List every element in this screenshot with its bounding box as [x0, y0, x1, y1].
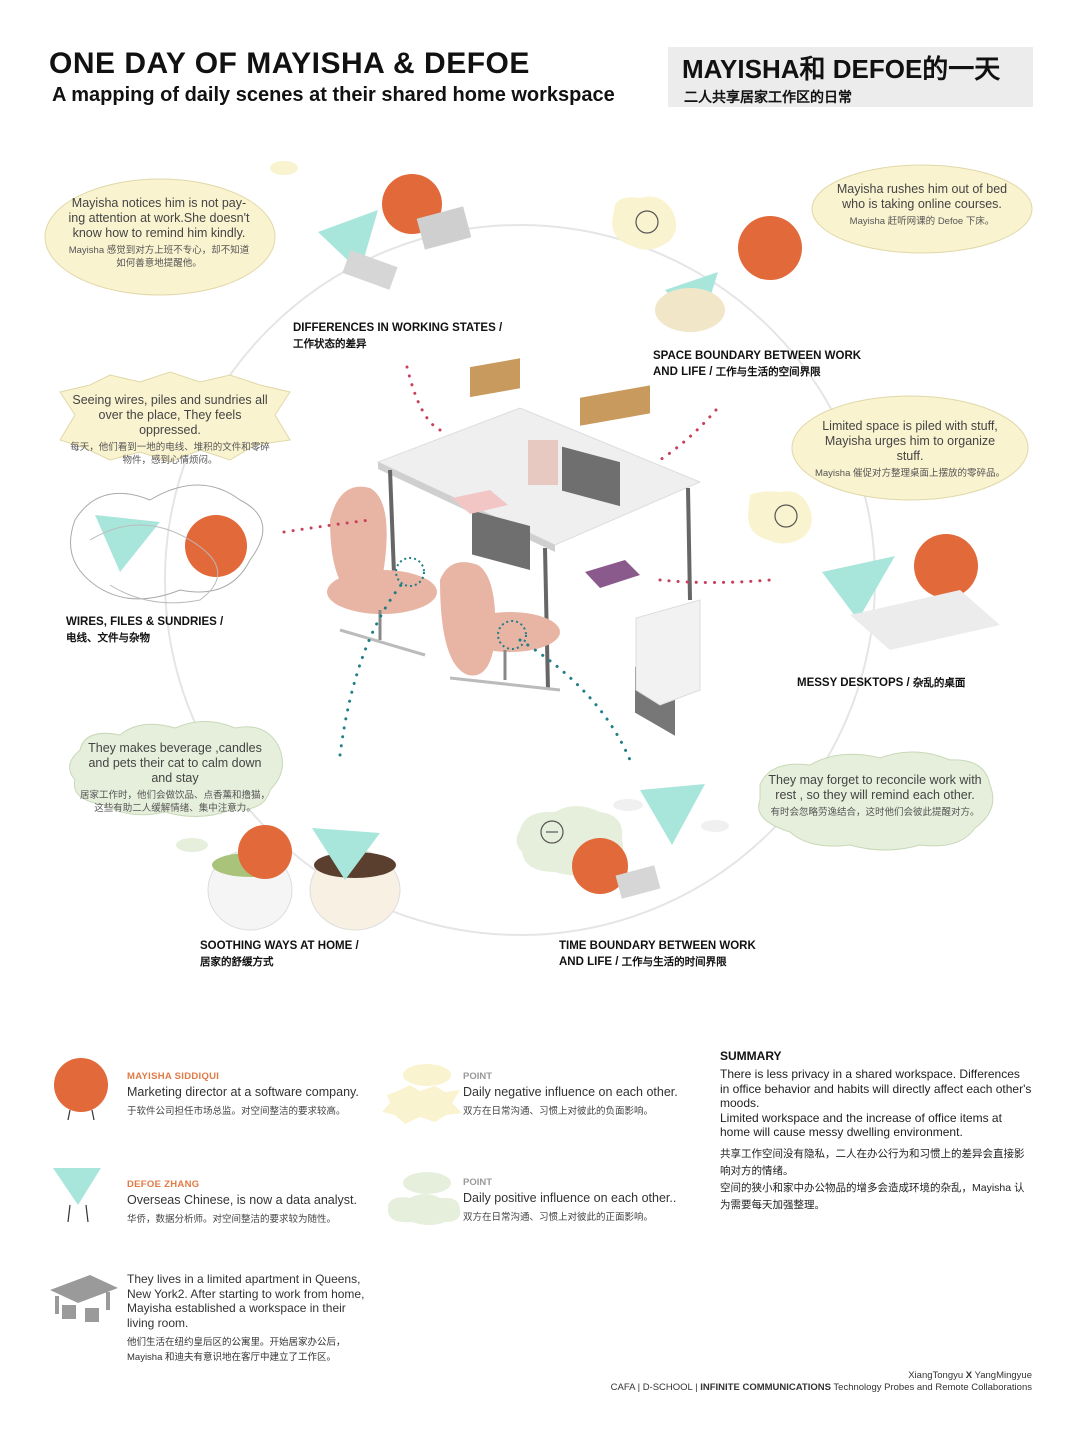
- mayisha-character-cup: [238, 825, 292, 879]
- desk-organizer: [470, 358, 520, 398]
- legend-negative-bubble: [403, 1064, 451, 1086]
- scene-label-space-boundary: SPACE BOUNDARY BETWEEN WORK AND LIFE / 工…: [653, 350, 862, 378]
- bubble-wires-cn: 每天，他们看到一地的电线、堆积的文件和零碎物件，感到心情烦闷。: [70, 442, 270, 466]
- bubble-attention-cn: Mayisha 感觉到对方上班不专心，却不知道如何善意地提醒他。: [68, 245, 250, 269]
- workspace-icon: [50, 1275, 118, 1303]
- messy-desk: [850, 590, 1000, 650]
- bubble-mood-sad: [612, 196, 677, 250]
- mayisha-character-messy: [914, 534, 978, 598]
- footer-authors: XiangTongyu X YangMingyue: [908, 1370, 1032, 1381]
- book-stack: [528, 440, 558, 485]
- defoe-character-cup: [312, 828, 380, 880]
- bubble-wires-text: Seeing wires, piles and sundries all ove…: [70, 393, 270, 467]
- bubble-beverage-text: They makes beverage ,candles and pets th…: [80, 741, 270, 815]
- scene-label-messy: MESSY DESKTOPS / 杂乱的桌面: [797, 677, 966, 689]
- page-title-cn: MAYISHA和 DEFOE的一天: [682, 54, 1001, 84]
- bubble-attention: [44, 178, 276, 296]
- cat-icon: [395, 557, 425, 587]
- defoe-character-time: [640, 784, 705, 845]
- bubble-beverage-en: They makes beverage ,candles and pets th…: [88, 741, 262, 785]
- annoyed-face-icon: [774, 504, 798, 528]
- legend-apartment: They lives in a limited apartment in Que…: [127, 1272, 365, 1363]
- bubble-forget-text: They may forget to reconcile work with r…: [765, 773, 985, 819]
- title-cn-background: [668, 47, 1033, 107]
- bubble-bed-cn: Mayisha 赶听网课的 Defoe 下床。: [849, 216, 995, 227]
- bubble-forget-en: They may forget to reconcile work with r…: [768, 773, 982, 802]
- bubble-forget-cn: 有时会忽略劳逸结合，这时他们会彼此提醒对方。: [770, 807, 980, 818]
- positive-influence-lines: [338, 578, 632, 762]
- bubble-forget-cloud: [758, 751, 994, 851]
- page-title: ONE DAY OF MAYISHA & DEFOE: [49, 47, 530, 80]
- bubble-bed-text: Mayisha rushes him out of bed who is tak…: [832, 182, 1012, 228]
- defoe-character-wires: [95, 515, 160, 572]
- monitor-middle: [562, 446, 620, 507]
- summary: SUMMARY There is less privacy in a share…: [720, 1049, 1032, 1211]
- sad-face-icon: [635, 210, 659, 234]
- bubble-wires-burst: [59, 371, 291, 463]
- mayisha-character-time: [572, 838, 628, 894]
- bubble-beverage-cloud: [69, 721, 283, 818]
- legend-point-negative: POINT Daily negative influence on each o…: [463, 1071, 678, 1117]
- legend-positive-cloud: [388, 1194, 461, 1225]
- defoe-character-messy: [822, 556, 895, 620]
- bubble-attention-en: Mayisha notices him is not pay-ing atten…: [68, 196, 250, 240]
- bubble-attention-text: Mayisha notices him is not pay-ing atten…: [68, 196, 250, 270]
- legend-negative-burst: [382, 1085, 462, 1124]
- legend-defoe-icon: [53, 1168, 101, 1205]
- bubble-bed-en: Mayisha rushes him out of bed who is tak…: [836, 182, 1008, 211]
- pillow: [655, 288, 725, 332]
- negative-influence-lines: [282, 365, 772, 584]
- page-subtitle-cn: 二人共享居家工作区的日常: [684, 89, 852, 105]
- laptop-icon: [416, 206, 472, 250]
- bubble-mood-annoyed: [748, 491, 812, 544]
- bubble-beverage-cn: 居家工作时，他们会做饮品、点香薰和撸猫，这些有助二人缓解情绪、集中注意力。: [80, 790, 271, 814]
- legend-mayisha-icon: [54, 1058, 108, 1112]
- page-subtitle: A mapping of daily scenes at their share…: [52, 84, 615, 106]
- summary-title: SUMMARY: [720, 1049, 782, 1063]
- footer-credits: CAFA | D-SCHOOL | INFINITE COMMUNICATION…: [610, 1382, 1032, 1393]
- pink-notebook: [452, 490, 508, 514]
- monitor-left: [472, 510, 530, 571]
- bubble-tail-beverage: [176, 838, 208, 852]
- mayisha-character-bed: [738, 216, 802, 280]
- bubble-limited-text: Limited space is piled with stuff, Mayis…: [810, 419, 1010, 480]
- legend-mayisha: MAYISHA SIDDIQUI Marketing director at a…: [127, 1071, 359, 1117]
- scene-label-time-boundary: TIME BOUNDARY BETWEEN WORK AND LIFE / 工作…: [559, 940, 756, 968]
- mayisha-character-wires: [185, 515, 247, 577]
- legend-point-positive: POINT Daily positive influence on each o…: [463, 1177, 677, 1223]
- bubble-limited-en: Limited space is piled with stuff, Mayis…: [822, 419, 998, 463]
- pc-tower: [635, 599, 701, 706]
- tangled-wires: [70, 484, 264, 600]
- bubble-wires-en: Seeing wires, piles and sundries all ove…: [72, 393, 268, 437]
- purple-tray: [585, 560, 640, 588]
- bubble-limited-cn: Mayisha 催促对方整理桌面上摆放的零碎品。: [814, 468, 1005, 479]
- bubble-tail-attention: [270, 161, 298, 175]
- bubble-bed: [811, 164, 1033, 254]
- neutral-face-icon: [540, 820, 564, 844]
- scene-label-soothing: SOOTHING WAYS AT HOME / 居家的舒缓方式: [200, 940, 359, 968]
- legend-defoe: DEFOE ZHANG Overseas Chinese, is now a d…: [127, 1179, 357, 1225]
- bubble-limited: [791, 395, 1029, 501]
- scene-label-working-states: DIFFERENCES IN WORKING STATES / 工作状态的差异: [293, 322, 503, 350]
- scene-label-wires: WIRES, FILES & SUNDRIES / 电线、文件与杂物: [66, 616, 224, 644]
- legend-positive-bubble: [403, 1172, 451, 1194]
